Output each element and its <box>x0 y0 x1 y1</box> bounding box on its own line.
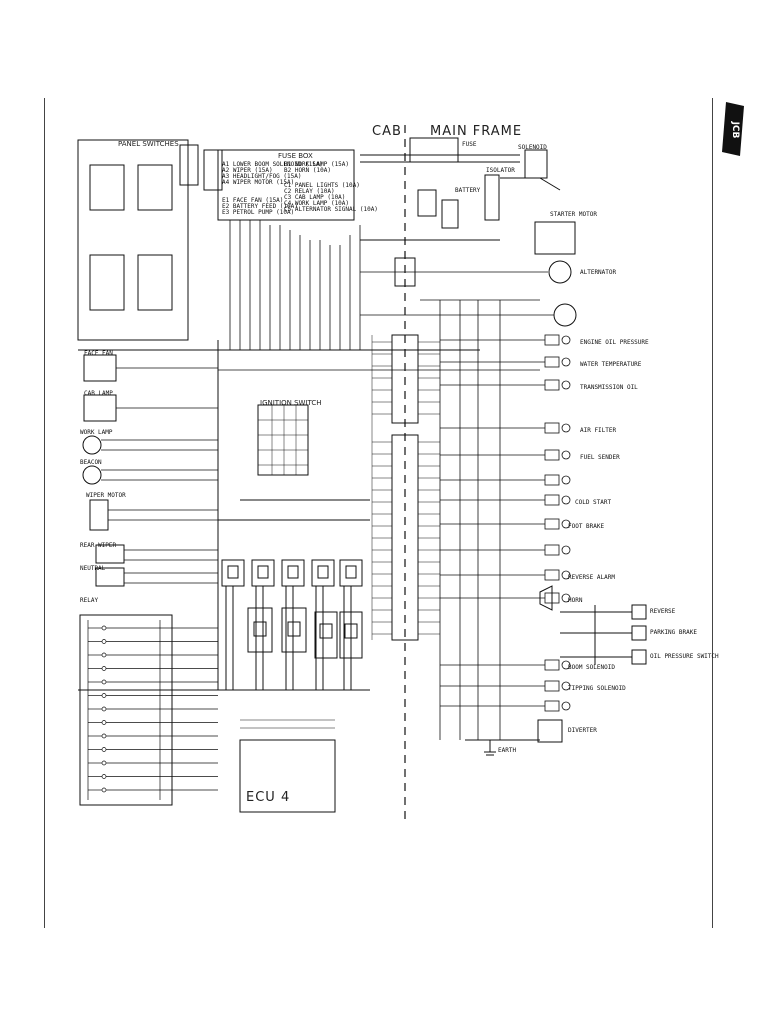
fuse-label: C5 ALTERNATOR SIGNAL (10A) <box>284 206 378 213</box>
component-label: CAB LAMP <box>84 390 113 397</box>
component-label: PARKING BRAKE <box>650 629 697 636</box>
component-label: WORK LAMP <box>80 429 113 436</box>
ecu-title: ECU 4 <box>246 790 291 805</box>
component-label: BOOM SOLENOID <box>568 664 615 671</box>
fuse-label: A1 LOWER BOOM SOLENOID (15A) <box>222 161 324 168</box>
component-label: WIPER MOTOR <box>86 492 126 499</box>
component-label: FUSE <box>462 141 477 148</box>
component-label: REVERSE <box>650 608 676 615</box>
component-label: BATTERY <box>455 187 481 194</box>
region-label-cab: CAB <box>372 124 402 139</box>
component-label: RELAY <box>80 597 99 604</box>
component-label: AIR FILTER <box>580 427 617 434</box>
fuse-label: A2 WIPER (15A) <box>222 167 273 174</box>
fuse-label: C1 PANEL LIGHTS (10A) <box>284 182 360 189</box>
fuse-label: E3 PETROL PUMP (10A) <box>222 209 295 216</box>
component-label: COLD START <box>575 499 612 506</box>
component-label: SOLENOID <box>518 144 547 151</box>
fuse-label: A4 WIPER MOTOR (15A) <box>222 179 295 186</box>
fuse-label: E1 FACE FAN (15A) <box>222 197 284 204</box>
fuse-label: E2 BATTERY FEED (10A) <box>222 203 298 210</box>
component-label: BEACON <box>80 459 102 466</box>
component-label: HORN <box>568 597 583 604</box>
fuse-label: B1 WORK LAMP (15A) <box>284 161 350 168</box>
ignition-switch-title: IGNITION SWITCH <box>260 399 322 407</box>
component-label: TRANSMISSION OIL <box>580 384 638 391</box>
component-label: OIL PRESSURE SWITCH <box>650 653 719 660</box>
fuse-label: C2 RELAY (10A) <box>284 188 335 195</box>
component-label: ALTERNATOR <box>580 269 617 276</box>
left-margin-rule <box>44 98 45 928</box>
fuse-label: A3 HEADLIGHT/FOG (15A) <box>222 173 302 180</box>
logo-text: JCB <box>730 121 740 139</box>
fuse-label: B2 HORN (10A) <box>284 167 331 174</box>
fuse-label: C3 CAB LAMP (10A) <box>284 194 346 201</box>
component-label: EARTH <box>498 747 517 754</box>
component-label: TIPPING SOLENOID <box>568 685 626 692</box>
component-label: FOOT BRAKE <box>568 523 605 530</box>
fuse-box-title: FUSE BOX <box>278 152 313 160</box>
region-label-main-frame: MAIN FRAME <box>430 124 523 139</box>
jcb-logo-icon: JCB <box>722 102 744 156</box>
component-label: DIVERTER <box>568 727 597 734</box>
component-label: NEUTRAL <box>80 565 106 572</box>
component-label: WATER TEMPERATURE <box>580 361 642 368</box>
component-label: ENGINE OIL PRESSURE <box>580 339 649 346</box>
component-label: REVERSE ALARM <box>568 574 615 581</box>
component-label: STARTER MOTOR <box>550 211 597 218</box>
fuse-label: C4 WORK LAMP (10A) <box>284 200 350 207</box>
right-margin-rule <box>712 98 713 928</box>
panel-switches-title: PANEL SWITCHES <box>118 140 179 148</box>
component-label: REAR WIPER <box>80 542 117 549</box>
component-label: FUEL SENDER <box>580 454 620 461</box>
component-label: FACE FAN <box>84 350 113 357</box>
component-label: ISOLATOR <box>486 167 515 174</box>
